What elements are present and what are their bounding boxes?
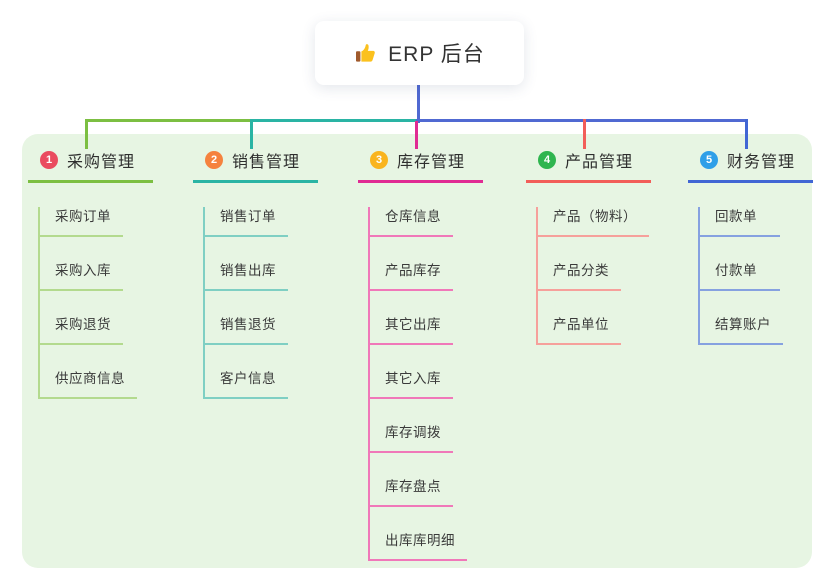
drop-line-sales [250,119,253,149]
child-node[interactable]: 采购退货 [40,315,123,345]
child-node[interactable]: 结算账户 [700,315,783,345]
branch-label: 财务管理 [727,154,796,171]
child-node[interactable]: 采购订单 [40,207,123,237]
child-node[interactable]: 回款单 [700,207,780,237]
branch-label: 库存管理 [397,154,466,171]
branch-header-inventory[interactable]: 3 库存管理 [358,148,484,183]
drop-line-finance [745,119,748,149]
branch-header-purchase[interactable]: 1 采购管理 [28,148,154,183]
drop-line-purchase [85,119,88,149]
child-node[interactable]: 库存盘点 [370,477,453,507]
branch-children: 采购订单 采购入库 采购退货 供应商信息 [38,207,153,399]
branch-number-badge: 3 [370,151,388,169]
thumbs-up-icon [354,41,378,65]
canvas-panel [22,134,812,568]
branch-children: 产品（物料） 产品分类 产品单位 [536,207,651,345]
child-node[interactable]: 出库库明细 [370,531,467,561]
branch-header-product[interactable]: 4 产品管理 [526,148,652,183]
branch-node-inventory: 3 库存管理 仓库信息 产品库存 其它出库 其它入库 库存调拨 库存盘点 出库库… [358,148,484,561]
connector-segment-blue [416,119,748,122]
branch-header-finance[interactable]: 5 财务管理 [688,148,814,183]
branch-number-badge: 5 [700,151,718,169]
branch-number-badge: 2 [205,151,223,169]
drop-line-inventory [415,121,418,149]
branch-node-product: 4 产品管理 产品（物料） 产品分类 产品单位 [526,148,652,345]
child-node[interactable]: 供应商信息 [40,369,137,399]
child-node[interactable]: 销售退货 [205,315,288,345]
child-node[interactable]: 客户信息 [205,369,288,399]
branch-children: 仓库信息 产品库存 其它出库 其它入库 库存调拨 库存盘点 出库库明细 [368,207,483,561]
drop-line-product [583,119,586,149]
child-node[interactable]: 其它入库 [370,369,453,399]
root-stem-line [417,85,420,123]
branch-children: 销售订单 销售出库 销售退货 客户信息 [203,207,318,399]
child-node[interactable]: 销售出库 [205,261,288,291]
root-node[interactable]: ERP 后台 [315,21,524,85]
child-node[interactable]: 产品分类 [538,261,621,291]
child-node[interactable]: 库存调拨 [370,423,453,453]
branch-label: 采购管理 [67,154,136,171]
branch-number-badge: 4 [538,151,556,169]
child-node[interactable]: 销售订单 [205,207,288,237]
root-title: ERP 后台 [388,43,485,66]
child-node[interactable]: 仓库信息 [370,207,453,237]
child-node[interactable]: 其它出库 [370,315,453,345]
branch-header-sales[interactable]: 2 销售管理 [193,148,319,183]
branch-label: 销售管理 [232,154,301,171]
child-node[interactable]: 产品（物料） [538,207,649,237]
connector-segment-teal [250,119,418,122]
branch-label: 产品管理 [565,154,634,171]
child-node[interactable]: 产品单位 [538,315,621,345]
child-node[interactable]: 付款单 [700,261,780,291]
branch-node-purchase: 1 采购管理 采购订单 采购入库 采购退货 供应商信息 [28,148,154,399]
child-node[interactable]: 采购入库 [40,261,123,291]
branch-node-sales: 2 销售管理 销售订单 销售出库 销售退货 客户信息 [193,148,319,399]
branch-children: 回款单 付款单 结算账户 [698,207,813,345]
child-node[interactable]: 产品库存 [370,261,453,291]
connector-segment-green [85,119,253,122]
branch-number-badge: 1 [40,151,58,169]
branch-node-finance: 5 财务管理 回款单 付款单 结算账户 [688,148,814,345]
